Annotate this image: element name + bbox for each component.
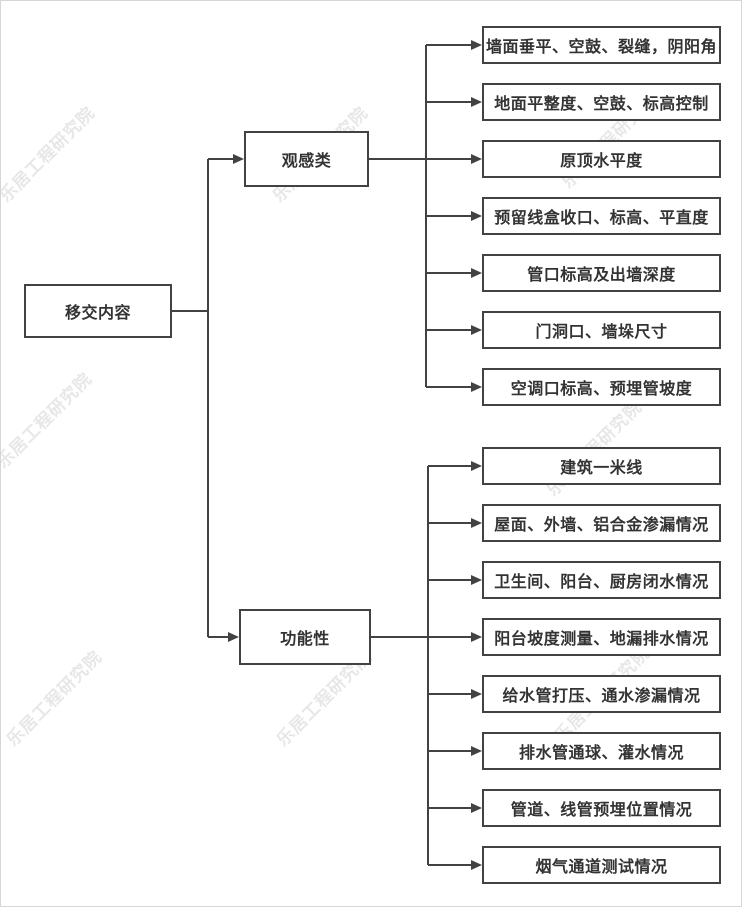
node-branch-functionality: 功能性: [239, 609, 371, 665]
leaf-appearance-6: 门洞口、墙垛尺寸: [482, 311, 721, 349]
leaf-functionality-8: 烟气通道测试情况: [482, 846, 721, 884]
leaf-functionality-7: 管道、线管预埋位置情况: [482, 789, 721, 827]
leaf-appearance-4: 预留线盒收口、标高、平直度: [482, 197, 721, 235]
leaf-functionality-1: 建筑一米线: [482, 447, 721, 485]
leaf-appearance-2: 地面平整度、空鼓、标高控制: [482, 83, 721, 121]
leaf-functionality-5: 给水管打压、通水渗漏情况: [482, 675, 721, 713]
node-root: 移交内容: [24, 284, 172, 338]
connector-paths: [172, 44, 471, 866]
leaf-appearance-1: 墙面垂平、空鼓、裂缝，阴阳角: [482, 26, 721, 64]
leaf-functionality-6: 排水管通球、灌水情况: [482, 732, 721, 770]
node-branch-appearance: 观感类: [244, 131, 369, 187]
leaf-functionality-3: 卫生间、阳台、厨房闭水情况: [482, 561, 721, 599]
arrowhead-icons: [228, 40, 482, 870]
leaf-appearance-7: 空调口标高、预埋管坡度: [482, 368, 721, 406]
leaf-appearance-5: 管口标高及出墙深度: [482, 254, 721, 292]
leaf-functionality-4: 阳台坡度测量、地漏排水情况: [482, 618, 721, 656]
leaf-functionality-2: 屋面、外墙、铝合金渗漏情况: [482, 504, 721, 542]
leaf-appearance-3: 原顶水平度: [482, 140, 721, 178]
